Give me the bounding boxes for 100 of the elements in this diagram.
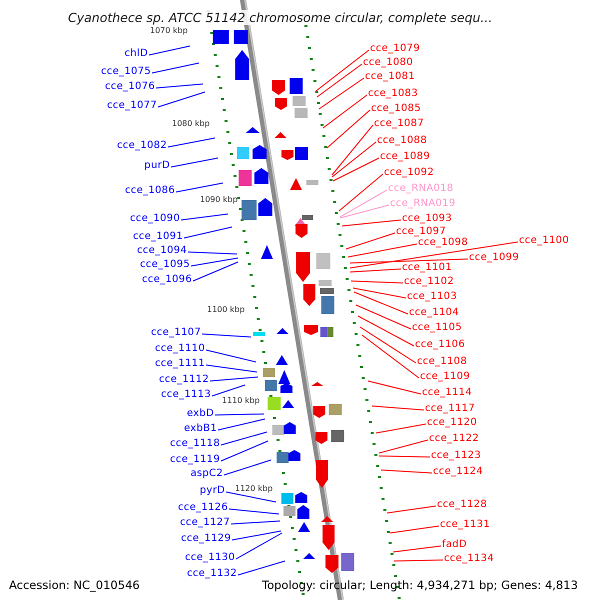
gene-label: cce_1120: [427, 417, 477, 429]
leader-line: [332, 142, 376, 178]
leader-line: [350, 258, 468, 264]
gene-label: cce_1104: [409, 307, 459, 319]
gene-label: cce_1122: [429, 433, 479, 445]
leader-line: [352, 288, 406, 298]
gene-label: cce_1130: [185, 552, 235, 564]
leader-line: [350, 268, 402, 272]
gene-label: cce_1112: [159, 374, 209, 386]
gene-label: cce_1129: [181, 533, 231, 545]
gene-label: aspC2: [190, 468, 223, 480]
gene-label: cce_1085: [371, 103, 421, 115]
gene-label: exbB1: [184, 423, 217, 435]
scale-label: 1120 kbp: [235, 484, 273, 494]
leader-line: [220, 432, 268, 446]
scale-label: 1090 kbp: [200, 195, 238, 205]
gene-label: cce_1126: [178, 502, 228, 514]
leader-line: [378, 456, 430, 458]
footer-text: Accession: NC_010546: [9, 579, 140, 592]
gene-label: cce_1087: [374, 118, 424, 130]
leader-line: [386, 506, 436, 514]
gene-label: fadD: [442, 539, 467, 551]
gene-label: cce_1110: [155, 343, 205, 355]
leader-line: [238, 560, 286, 576]
gene-label: cce_1102: [404, 276, 454, 288]
gene-label: cce_1080: [363, 57, 413, 69]
gene-label: cce_1088: [377, 135, 427, 147]
gene-label: cce_1106: [415, 339, 465, 351]
leader-line: [184, 226, 232, 238]
gene-label: cce_1098: [418, 237, 468, 249]
gene-label: cce_1111: [155, 358, 205, 370]
scale-label: 1110 kbp: [222, 396, 260, 406]
leader-line: [390, 526, 440, 534]
leader-line: [376, 424, 426, 434]
leader-line: [188, 252, 238, 254]
leader-line: [338, 174, 384, 212]
gene-label: cce_RNA018: [388, 183, 454, 195]
gene-label: cce_1134: [444, 553, 494, 565]
leader-line: [236, 532, 282, 560]
scale-label: 1100 kbp: [207, 305, 245, 315]
leader-line: [356, 304, 412, 330]
leader-line: [152, 62, 200, 74]
gene-label: cce_1097: [396, 226, 446, 238]
gene-label: cce_1075: [101, 66, 151, 78]
leader-line: [322, 94, 368, 128]
leader-line: [218, 418, 266, 430]
leader-line: [232, 530, 282, 540]
leader-line: [332, 158, 380, 182]
leader-line: [318, 78, 364, 110]
leader-line: [158, 92, 206, 108]
leader-line: [340, 190, 388, 218]
gene-label: cce_1113: [161, 389, 211, 401]
gene-label: cce_1127: [180, 517, 230, 529]
gene-label: cce_1095: [140, 259, 190, 271]
footer-text: Topology: circular; Length: 4,934,271 bp; Genes: 4,813: [262, 579, 578, 592]
gene-label: cce_1128: [437, 499, 487, 511]
leader-line: [392, 546, 442, 552]
gene-label: cce_1108: [417, 356, 467, 368]
gene-label: cce_1096: [142, 274, 192, 286]
leader-line: [362, 334, 420, 378]
leader-line: [220, 440, 268, 462]
gene-label: cce_1090: [130, 213, 180, 225]
gene-label: cce_1105: [412, 322, 462, 334]
scale-label: 1070 kbp: [150, 26, 188, 36]
leader-line: [332, 124, 374, 176]
leader-line: [350, 242, 518, 268]
leader-line: [342, 220, 402, 226]
gene-label: cce_1118: [170, 438, 220, 450]
gene-label: cce_1079: [370, 43, 420, 55]
gene-label: cce_1101: [402, 262, 452, 274]
gene-label: cce_1124: [433, 466, 483, 478]
leader-line: [394, 560, 444, 562]
leader-line: [326, 110, 370, 148]
leader-line: [206, 350, 256, 362]
gene-label: cce_1132: [187, 568, 237, 580]
gene-label: cce_1100: [519, 235, 569, 247]
gene-label: cce_1131: [440, 519, 490, 531]
gene-label: cce_1091: [133, 231, 183, 243]
leader-line: [202, 334, 252, 338]
gene-label: cce_1099: [469, 252, 519, 264]
leader-line: [212, 384, 246, 396]
gene-label: pyrD: [200, 485, 225, 497]
leader-line: [230, 520, 280, 524]
leader-line: [340, 204, 390, 218]
gene-label: cce_1109: [420, 371, 470, 383]
gene-label: cce_1117: [425, 403, 475, 415]
gene-label: cce_1094: [137, 245, 187, 257]
leader-line: [148, 46, 190, 56]
leader-line: [228, 508, 280, 514]
leader-line: [176, 182, 224, 192]
title: Cyanothece sp. ATCC 51142 chromosome circular, complete sequ...: [68, 10, 492, 25]
leader-line: [346, 232, 396, 250]
leader-line: [316, 50, 370, 92]
leader-line: [358, 316, 414, 346]
gene-label: cce_1081: [365, 71, 415, 83]
gene-label: cce_1093: [402, 213, 452, 225]
gene-label: purD: [144, 160, 170, 172]
gene-label: cce_1089: [380, 151, 430, 163]
gene-label: cce_1103: [407, 291, 457, 303]
leader-line: [372, 406, 424, 410]
